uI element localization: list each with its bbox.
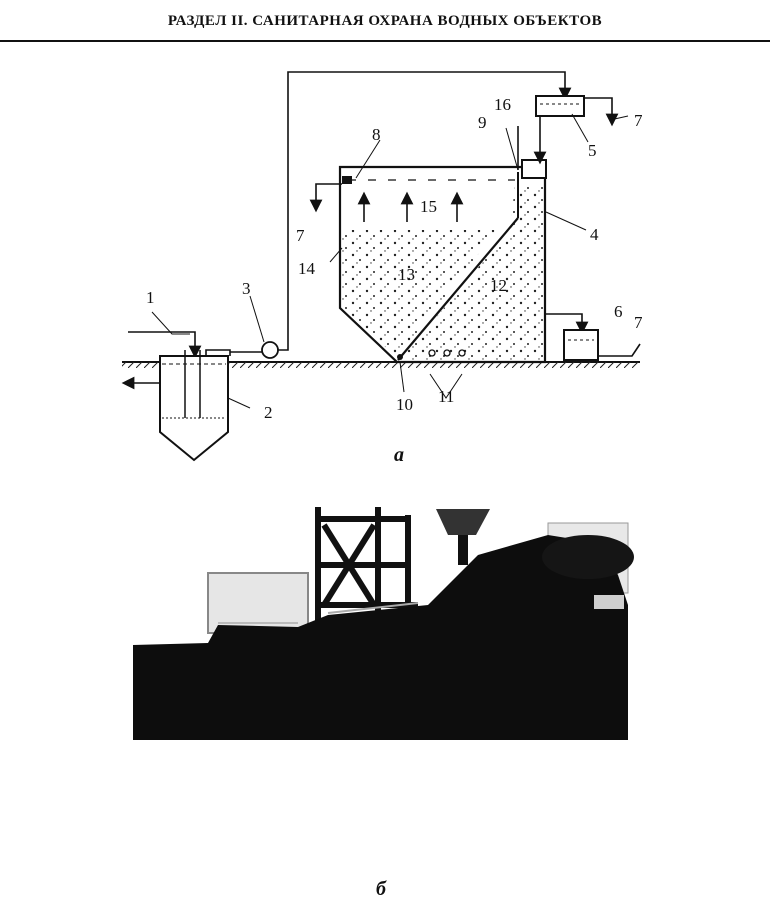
label-7-top: 7 — [634, 111, 643, 130]
clarifier-body — [309, 126, 547, 364]
header-rule — [0, 40, 770, 42]
label-2: 2 — [264, 403, 273, 422]
label-16: 16 — [494, 95, 511, 114]
inlet-pipe-1 — [128, 331, 202, 359]
sludge-collector-6 — [545, 313, 641, 361]
label-7-left: 7 — [296, 226, 305, 245]
label-10: 10 — [396, 395, 413, 414]
label-13: 13 — [398, 265, 415, 284]
label-7-right: 7 — [634, 313, 643, 332]
clarifier-scheme-diagram: 1 2 3 4 5 6 7 7 7 8 9 10 11 12 13 14 15 … — [121, 71, 643, 462]
receiving-tank-2 — [121, 350, 229, 462]
page-header-title: РАЗДЕЛ II. САНИТАРНАЯ ОХРАНА ВОДНЫХ ОБЪЕ… — [167, 13, 603, 29]
figure-b-caption: б — [376, 878, 386, 900]
label-5: 5 — [588, 141, 597, 160]
figure-a-caption: а — [394, 444, 404, 466]
label-9: 9 — [478, 113, 487, 132]
label-8: 8 — [372, 125, 381, 144]
label-1: 1 — [146, 288, 155, 307]
dosing-tank-5 — [533, 95, 619, 165]
label-14: 14 — [298, 259, 316, 278]
label-4: 4 — [590, 225, 599, 244]
facility-photo — [118, 495, 638, 740]
label-6: 6 — [614, 302, 623, 321]
label-15: 15 — [420, 197, 437, 216]
pump-3 — [205, 71, 572, 359]
leader-lines — [151, 113, 629, 409]
page-header: РАЗДЕЛ II. САНИТАРНАЯ ОХРАНА ВОДНЫХ ОБЪЕ… — [0, 0, 770, 42]
label-11: 11 — [438, 387, 454, 406]
label-12: 12 — [490, 276, 507, 295]
label-3: 3 — [242, 279, 251, 298]
